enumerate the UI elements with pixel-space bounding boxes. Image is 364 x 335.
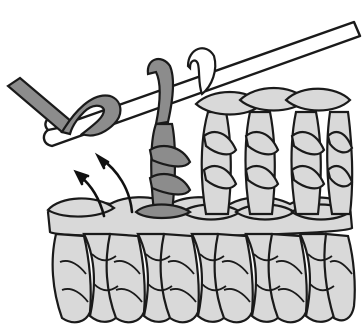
loop-on-hook [148, 59, 173, 124]
foundation-post [53, 234, 91, 322]
yarn-tail [8, 78, 72, 132]
working-yarn [8, 59, 190, 218]
stitch-post [327, 112, 352, 214]
foundation-post [269, 234, 307, 322]
foundation-post [161, 234, 199, 322]
completed-stitches [196, 88, 352, 214]
stitch-post [202, 112, 231, 214]
foundation-post [107, 234, 145, 322]
foundation-post [215, 234, 253, 322]
stitch-post [292, 112, 321, 214]
working-stitch-post [151, 124, 175, 212]
stitch-post [246, 112, 275, 214]
